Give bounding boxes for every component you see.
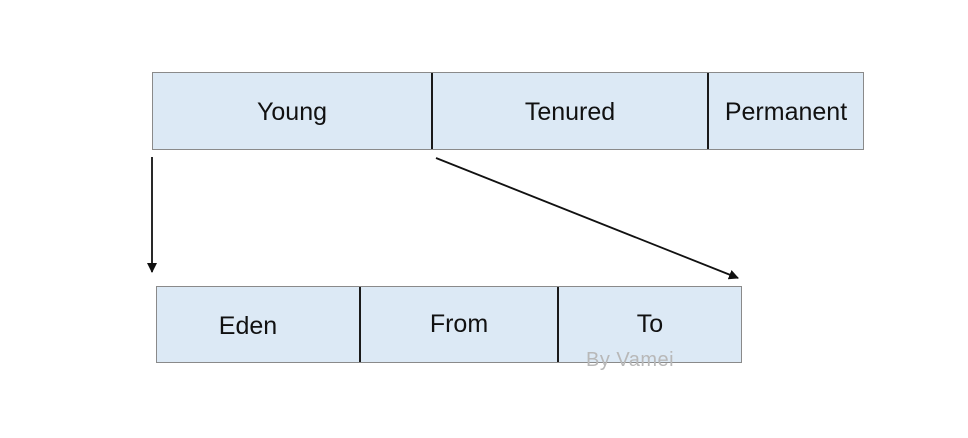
tenured-cell: Tenured	[431, 73, 707, 149]
from-cell: From	[359, 287, 557, 362]
generation-bar: Young Tenured Permanent	[152, 72, 864, 150]
young-generation-bar: Eden From To	[156, 286, 742, 363]
watermark: By Vamei	[586, 349, 675, 371]
permanent-cell: Permanent	[707, 73, 863, 149]
right-expansion-arrow	[435, 157, 739, 280]
to-cell: To	[557, 287, 741, 362]
young-cell: Young	[257, 97, 327, 126]
eden-cell: Eden	[218, 312, 278, 340]
